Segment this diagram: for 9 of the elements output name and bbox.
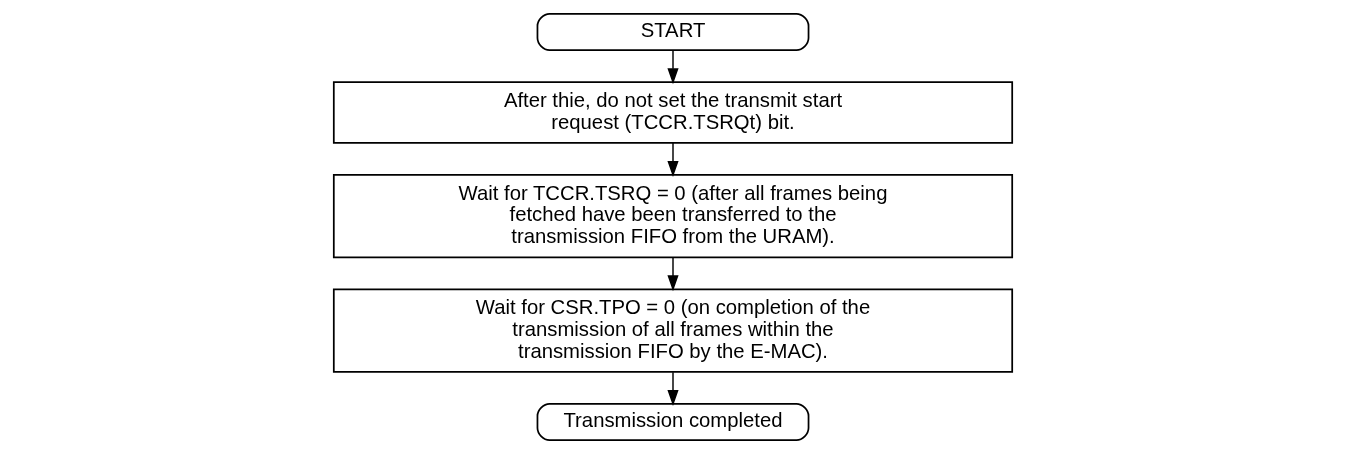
node-box: Wait for TCCR.TSRQ = 0 (after all frames being fetched have been transferred to the transmission FIFO from the URAM). bbox=[332, 173, 1014, 259]
node-box: Wait for CSR.TPO = 0 (on completion of the transmission of all frames within the transmission FIFO by the E-MAC). bbox=[332, 288, 1014, 373]
arrow bbox=[667, 142, 679, 177]
arrow bbox=[667, 257, 679, 292]
node-box: START bbox=[536, 13, 810, 51]
arrow bbox=[667, 49, 679, 85]
node-box: After thie, do not set the transmit start request (TCCR.TSRQt) bit. bbox=[332, 81, 1014, 144]
arrow bbox=[667, 371, 679, 406]
node-box: Transmission completed bbox=[536, 403, 810, 441]
